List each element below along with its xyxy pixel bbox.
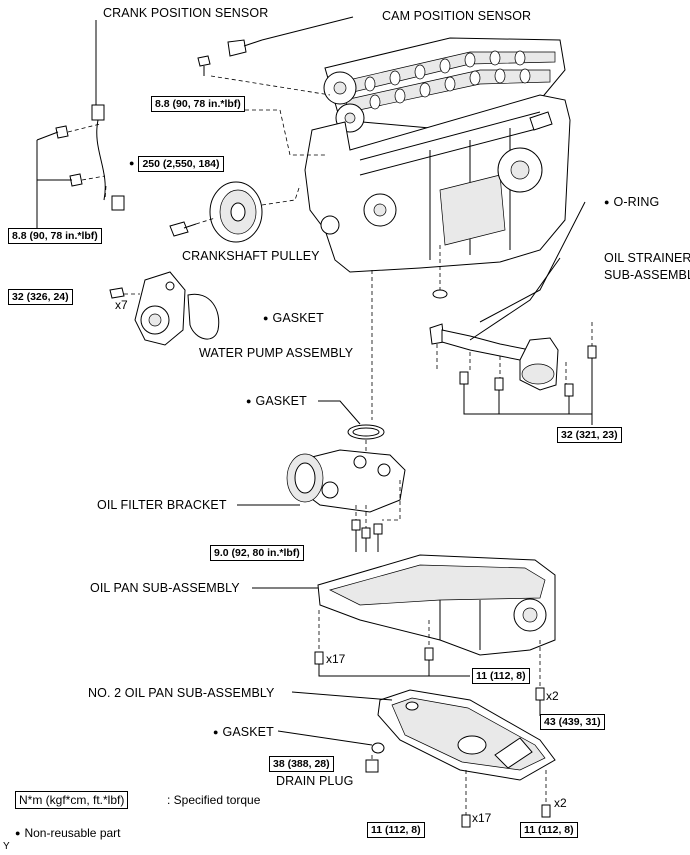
label-oil-strainer-line2: SUB-ASSEMBLY — [604, 268, 690, 282]
assembly-dashed-lines — [67, 75, 593, 815]
qty-water-pump-bolts: x7 — [115, 298, 128, 312]
label-oil-filter-bracket: OIL FILTER BRACKET — [97, 498, 227, 512]
no2-oil-pan-drawing — [277, 689, 556, 828]
torque-pulley-marker: 250 (2,550, 184) — [129, 156, 224, 172]
qty-no2-oil-pan-bolts-b: x2 — [554, 796, 567, 810]
label-gasket-water-pump: GASKET — [263, 311, 324, 326]
label-gasket-oil-filter: GASKET — [246, 394, 307, 409]
torque-oil-strainer-bolts: 32 (321, 23) — [557, 427, 622, 443]
legend-torque-unit: N*m (kgf*cm, ft.*lbf) — [15, 791, 129, 809]
torque-no2-oil-pan-bolts-a: 11 (112, 8) — [367, 822, 425, 838]
label-water-pump-assembly: WATER PUMP ASSEMBLY — [199, 346, 354, 360]
label-crank-position-sensor: CRANK POSITION SENSOR — [103, 6, 269, 20]
label-drain-plug: DRAIN PLUG — [276, 774, 354, 788]
label-oil-pan-sub-assembly: OIL PAN SUB-ASSEMBLY — [90, 581, 240, 595]
cam-position-sensor-drawing — [197, 16, 354, 76]
qty-oil-pan-bolts: x17 — [326, 652, 346, 666]
qty-no2-oil-pan-bolts-a: x17 — [472, 811, 492, 825]
oil-pan-drawing — [252, 554, 556, 716]
torque-oil-pan-bolts: 11 (112, 8) — [472, 668, 530, 684]
torque-no2-oil-pan-bolts-b: 11 (112, 8) — [520, 822, 578, 838]
torque-oil-pan-side-bolts: 43 (439, 31) — [540, 714, 605, 730]
oil-strainer-drawing — [429, 201, 597, 425]
water-pump-drawing — [109, 271, 220, 346]
engine-block-drawing — [304, 37, 571, 273]
torque-crank-sensor-bolts: 8.8 (90, 78 in.*lbf) — [8, 228, 102, 244]
label-crankshaft-pulley: CRANKSHAFT PULLEY — [182, 249, 320, 263]
torque-crankshaft-pulley-bolt: 250 (2,550, 184) — [138, 156, 224, 172]
crankshaft-pulley-drawing — [169, 181, 263, 243]
corner-mark: Y — [3, 841, 10, 852]
qty-oil-pan-side-bolts: x2 — [546, 689, 559, 703]
label-o-ring: O-RING — [604, 195, 660, 210]
oil-filter-bracket-drawing — [237, 400, 406, 552]
label-gasket-drain-plug: GASKET — [213, 725, 274, 740]
torque-oil-filter-bracket-bolts: 9.0 (92, 80 in.*lbf) — [210, 545, 304, 561]
legend-torque-description: : Specified torque — [167, 793, 261, 807]
torque-cam-sensor-bolt: 8.8 (90, 78 in.*lbf) — [151, 96, 245, 112]
label-no2-oil-pan-sub-assembly: NO. 2 OIL PAN SUB-ASSEMBLY — [88, 686, 275, 700]
label-oil-strainer-line1: OIL STRAINER — [604, 251, 690, 265]
legend-non-reusable-part: Non-reusable part — [15, 826, 120, 840]
label-cam-position-sensor: CAM POSITION SENSOR — [382, 9, 532, 23]
torque-drain-plug: 38 (388, 28) — [269, 756, 334, 772]
torque-water-pump-bolts: 32 (326, 24) — [8, 289, 73, 305]
crank-position-sensor-drawing — [36, 20, 125, 228]
